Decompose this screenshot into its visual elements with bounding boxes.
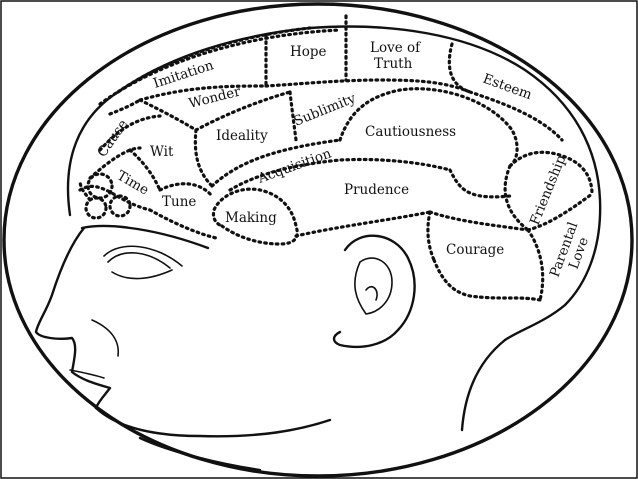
ear-outer	[332, 234, 416, 349]
label-ideality: Ideality	[216, 128, 268, 144]
label-cause: Cause	[94, 117, 131, 161]
label-cautiousness: Cautiousness	[365, 124, 456, 140]
ear-canal	[365, 285, 378, 301]
mouth-line	[69, 369, 105, 379]
label-tune: Tune	[162, 194, 196, 210]
cheek-line	[91, 319, 119, 357]
ear-inner	[354, 257, 393, 315]
label-wit: Wit	[150, 144, 174, 160]
label-friendship: Friendship	[527, 153, 570, 228]
eye-upper	[107, 252, 171, 269]
label-time: Time	[114, 168, 152, 199]
face-profile	[34, 226, 112, 410]
label-acquisition: Acquisition	[255, 145, 334, 187]
label-love-of-truth-2: Truth	[374, 56, 413, 72]
small-bump-regions	[84, 172, 132, 220]
jaw-line	[94, 406, 332, 438]
label-imitation: Imitation	[151, 57, 216, 92]
brow-ridge	[80, 224, 210, 250]
throat-line	[138, 436, 262, 472]
eyelid-line	[103, 245, 183, 267]
eye-lower	[111, 269, 173, 280]
label-prudence: Prudence	[344, 182, 409, 198]
label-courage: Courage	[446, 242, 504, 258]
label-making: Making	[225, 210, 277, 226]
label-love-of-truth-1: Love of	[370, 40, 421, 56]
label-hope: Hope	[290, 44, 327, 60]
neck-back	[460, 338, 507, 432]
region-dividers	[78, 14, 594, 302]
